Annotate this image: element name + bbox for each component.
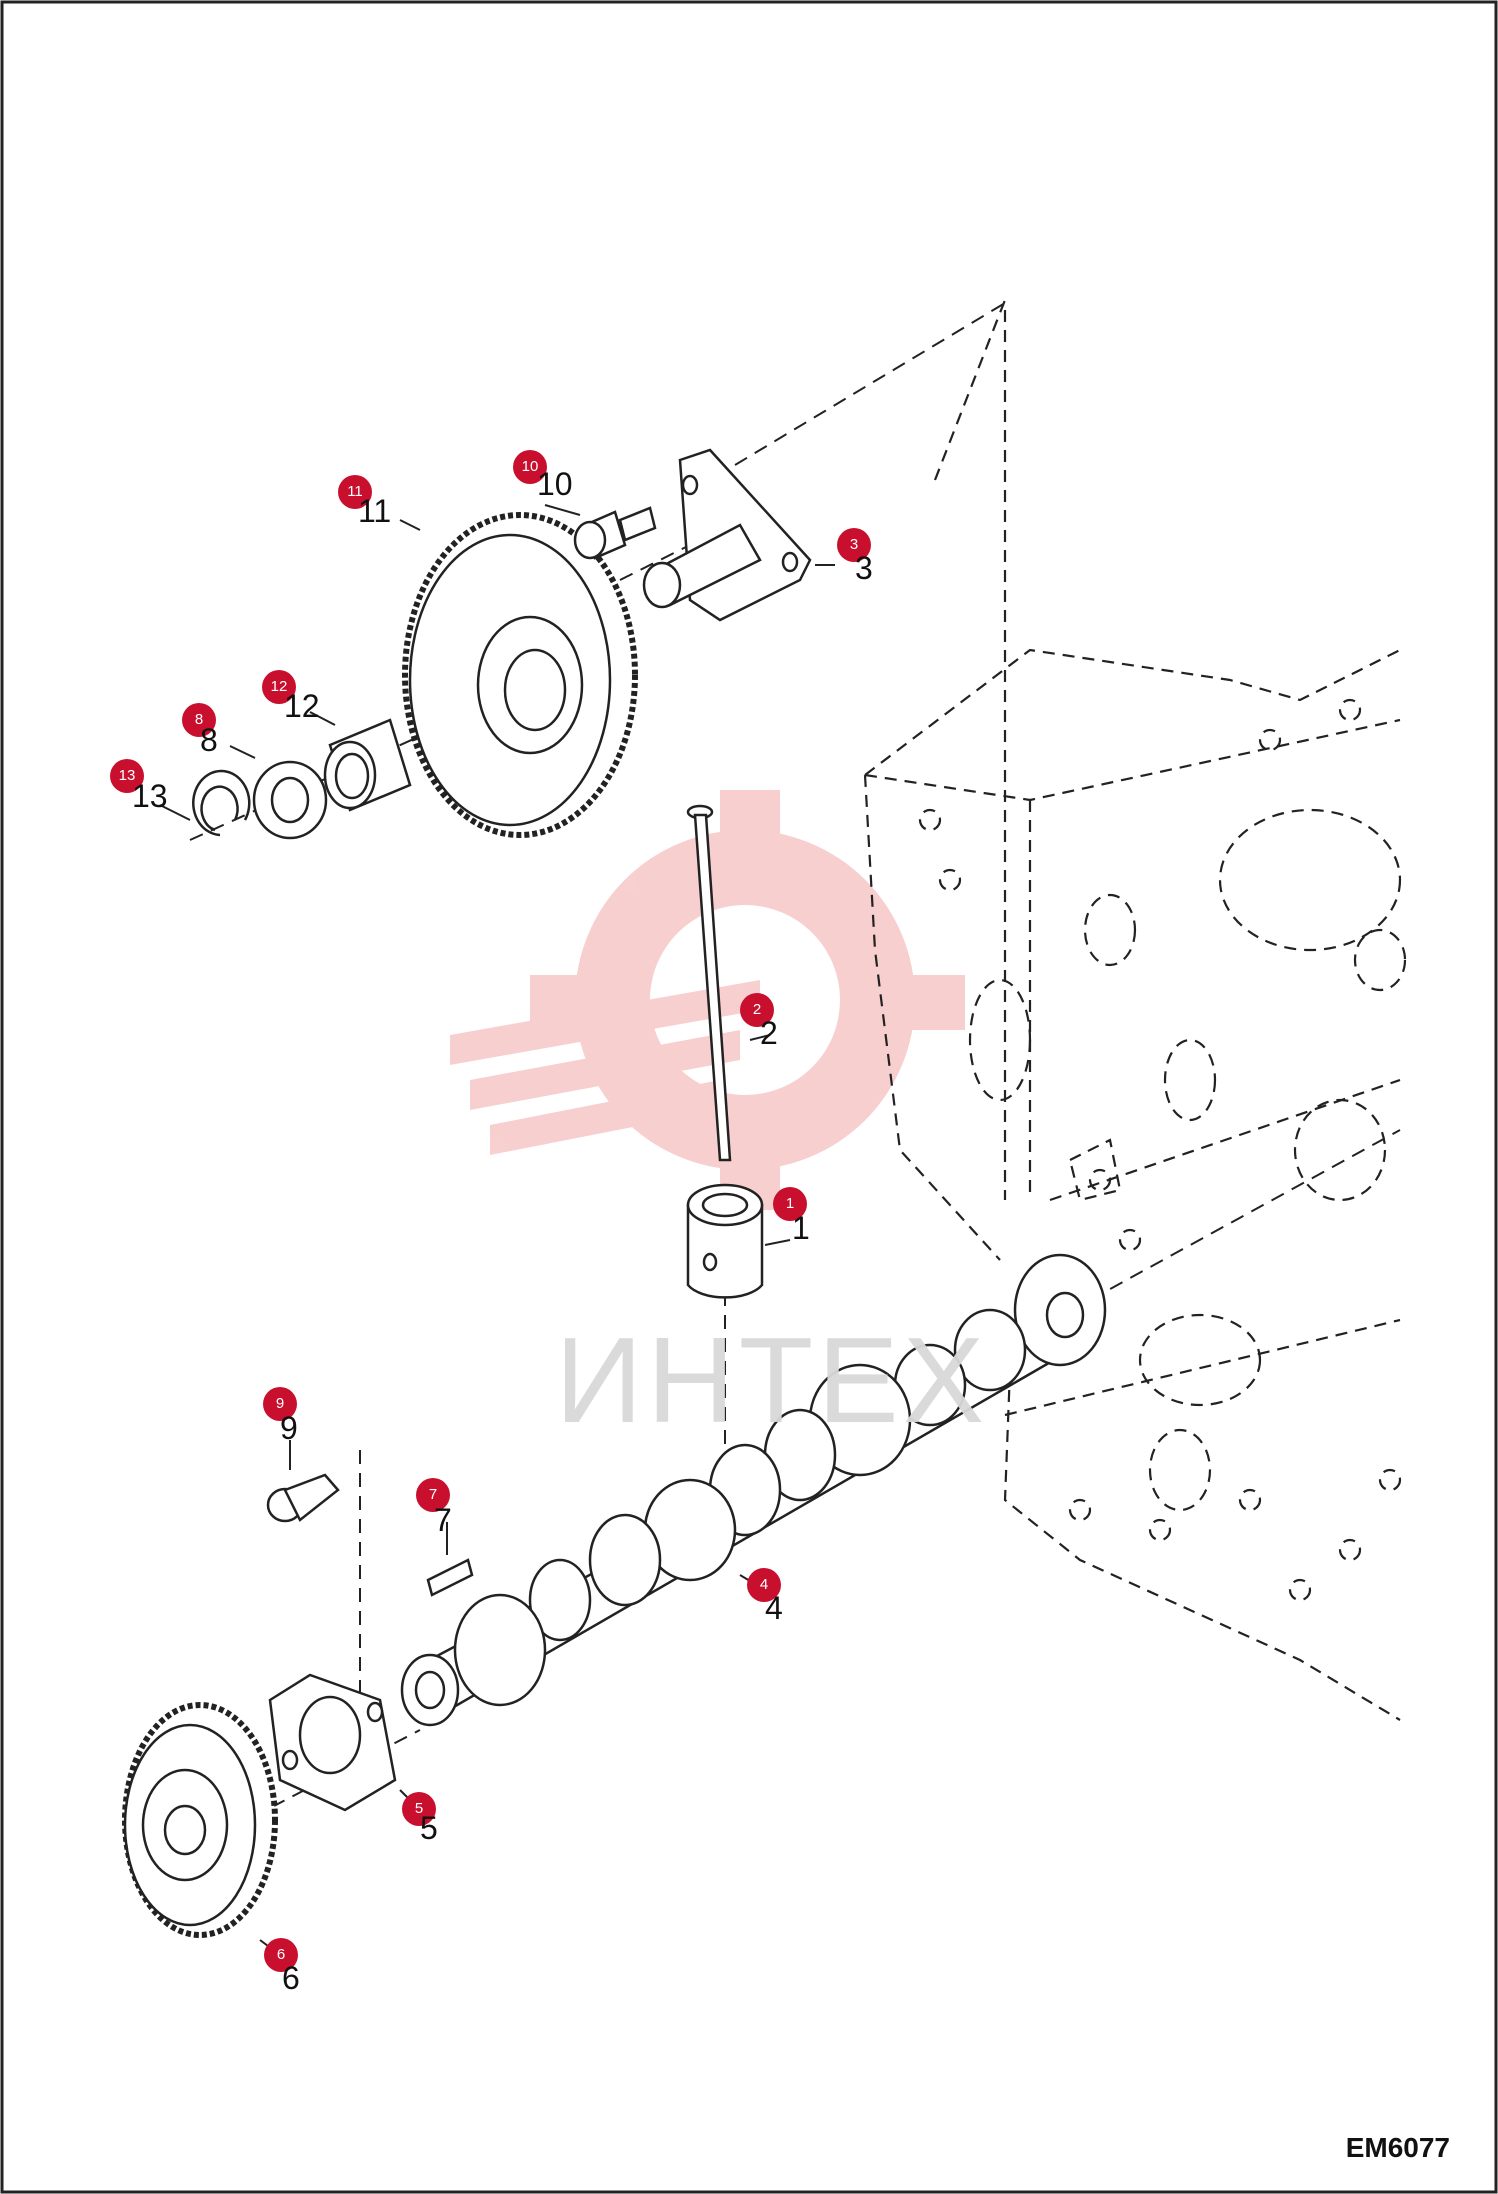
callout-13: 13: [110, 759, 144, 793]
idler-gear-large: [402, 512, 638, 838]
part-number-2: 2: [760, 1015, 778, 1051]
callout-6: 6: [264, 1938, 298, 1972]
part-number-13: 13: [132, 778, 168, 814]
callout-10: 10: [513, 450, 547, 484]
callout-2: 2: [740, 993, 774, 1027]
snap-ring: [192, 769, 251, 837]
watermark-text: ИНТЕХ: [555, 1312, 989, 1448]
push-rod: [686, 804, 732, 1162]
callout-3: 3: [837, 528, 871, 562]
part-number-5: 5: [420, 1810, 438, 1846]
part-number-9: 9: [280, 1410, 298, 1446]
part-number-7: 7: [434, 1502, 452, 1538]
callout-11: 11: [338, 475, 372, 509]
callout-12: 12: [262, 670, 296, 704]
thrust-washer: [252, 760, 328, 840]
part-number-8: 8: [200, 722, 218, 758]
engine-block-outline: [863, 299, 1407, 1721]
camshaft-gear: [122, 1702, 278, 1938]
part-number-10: 10: [537, 466, 573, 502]
drawing-code: EM6077: [1345, 2132, 1450, 2163]
callout-1: 1: [773, 1187, 807, 1221]
valve-tappet: [686, 1183, 764, 1299]
bushing: [323, 718, 412, 812]
part-number-12: 12: [284, 688, 320, 724]
callout-5: 5: [402, 1792, 436, 1826]
callout-9: 9: [263, 1387, 297, 1421]
idler-shaft-bracket: [642, 448, 812, 622]
part-number-4: 4: [765, 1590, 783, 1626]
camshaft-thrust-plate: [268, 1673, 397, 1812]
woodruff-key: [426, 1558, 474, 1597]
part-number-1: 1: [792, 1210, 810, 1246]
callout-8: 8: [182, 703, 216, 737]
thrust-plate-bolt: [266, 1473, 340, 1523]
bracket-bolt: [573, 506, 657, 560]
watermark-logo: [450, 790, 965, 1210]
camshaft: [400, 1253, 1107, 1727]
callout-4: 4: [747, 1568, 781, 1602]
part-number-6: 6: [282, 1960, 300, 1996]
part-number-11: 11: [358, 493, 392, 529]
part-number-3: 3: [855, 550, 873, 586]
callout-7: 7: [416, 1478, 450, 1512]
